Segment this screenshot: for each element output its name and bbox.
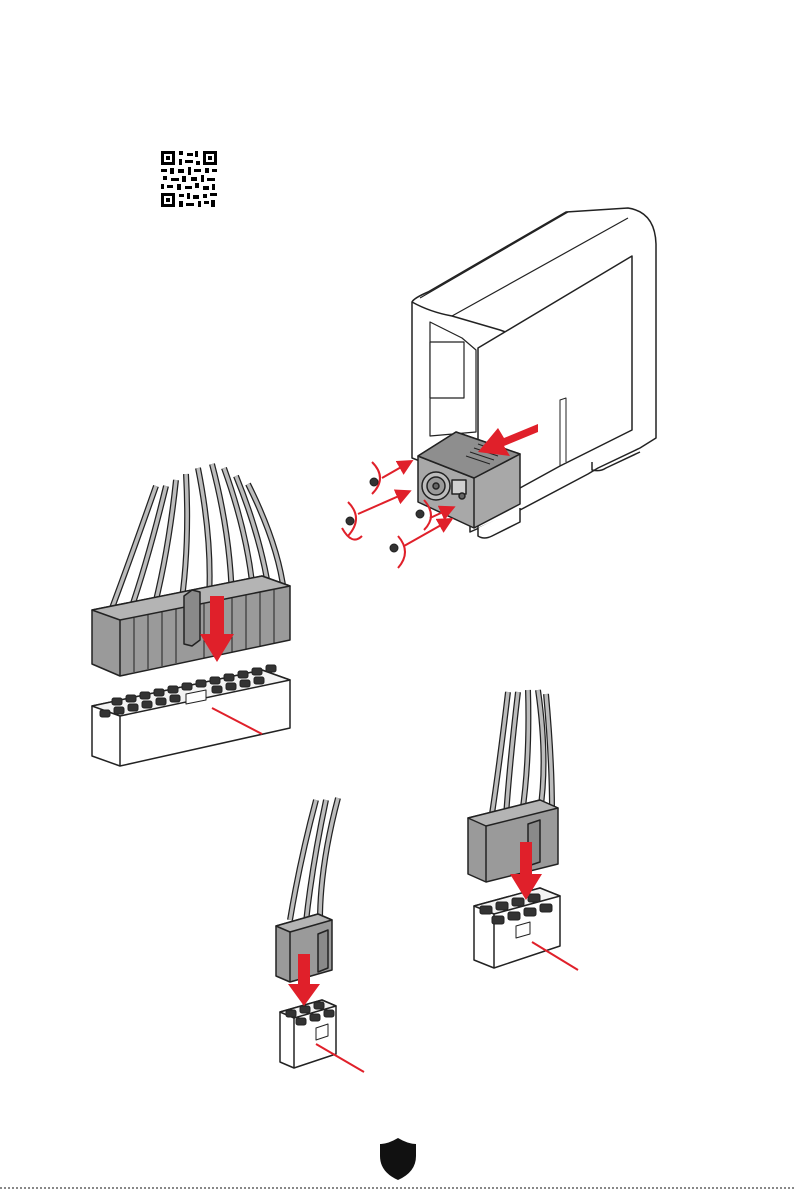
case-psu-install-illustration — [412, 208, 656, 538]
atx-24pin-power-connector-illustration — [92, 464, 290, 766]
6pin-power-connector-illustration — [276, 798, 338, 1068]
shield-logo — [378, 1136, 418, 1182]
page-bottom-rule — [0, 1187, 795, 1189]
8pin-power-connector-illustration — [468, 690, 560, 968]
